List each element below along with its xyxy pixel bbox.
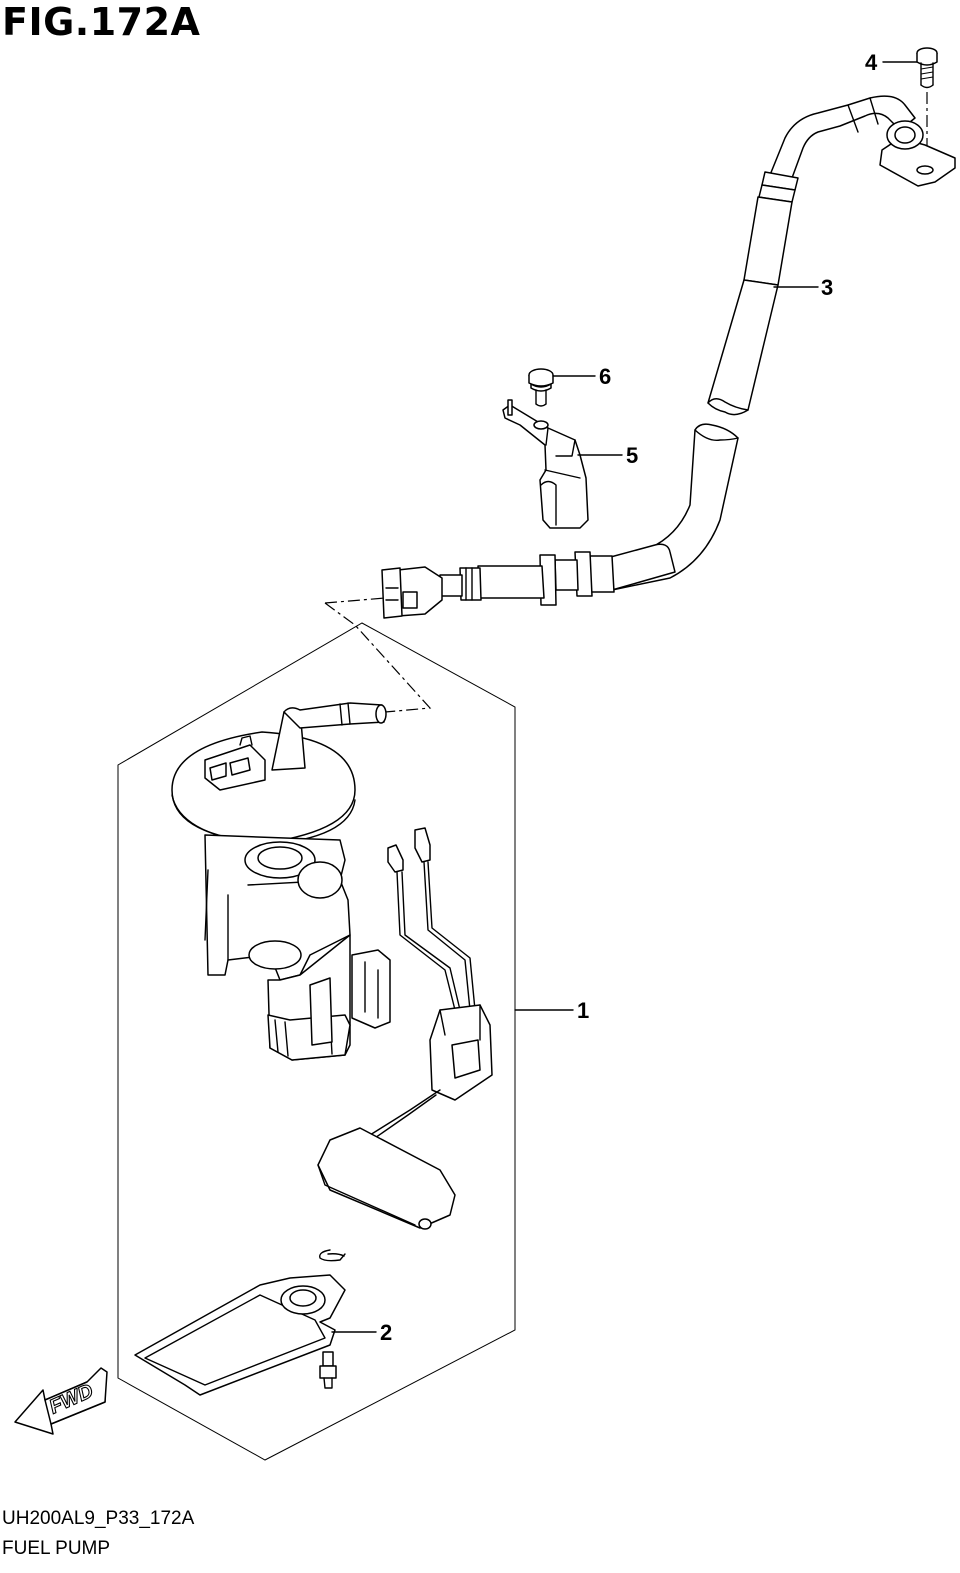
fuel-hose-part-3-lower[interactable] (381, 423, 739, 619)
assembly-outline (117, 622, 516, 1461)
figure-name: FUEL PUMP (2, 1538, 111, 1559)
callout-label-6: 6 (599, 364, 611, 389)
figure-title: FIG.172A (2, 0, 201, 44)
fuel-filter-part-2[interactable] (134, 1249, 346, 1396)
callout-label-2: 2 (380, 1320, 392, 1345)
callout-label-3: 3 (821, 275, 833, 300)
callout-label-4: 4 (865, 50, 878, 75)
figure-code: UH200AL9_P33_172A (2, 1508, 195, 1529)
callout-label-1: 1 (577, 998, 589, 1023)
fuel-pump-part-1[interactable] (171, 702, 493, 1230)
callout-3: 3 (773, 275, 833, 300)
fwd-direction-badge: FWD (14, 1367, 108, 1435)
callout-5: 5 (577, 443, 638, 468)
bolt-part-6[interactable] (528, 368, 554, 407)
hose-clamp-part-5[interactable] (502, 399, 589, 529)
connector-alignment-line (324, 597, 432, 713)
callout-4: 4 (865, 50, 918, 75)
callout-label-5: 5 (626, 443, 638, 468)
callout-6: 6 (552, 364, 611, 389)
bolt-part-4[interactable] (916, 47, 938, 158)
callout-1: 1 (514, 998, 589, 1023)
fuel-hose-part-3[interactable] (707, 95, 956, 416)
callout-2: 2 (331, 1320, 392, 1345)
